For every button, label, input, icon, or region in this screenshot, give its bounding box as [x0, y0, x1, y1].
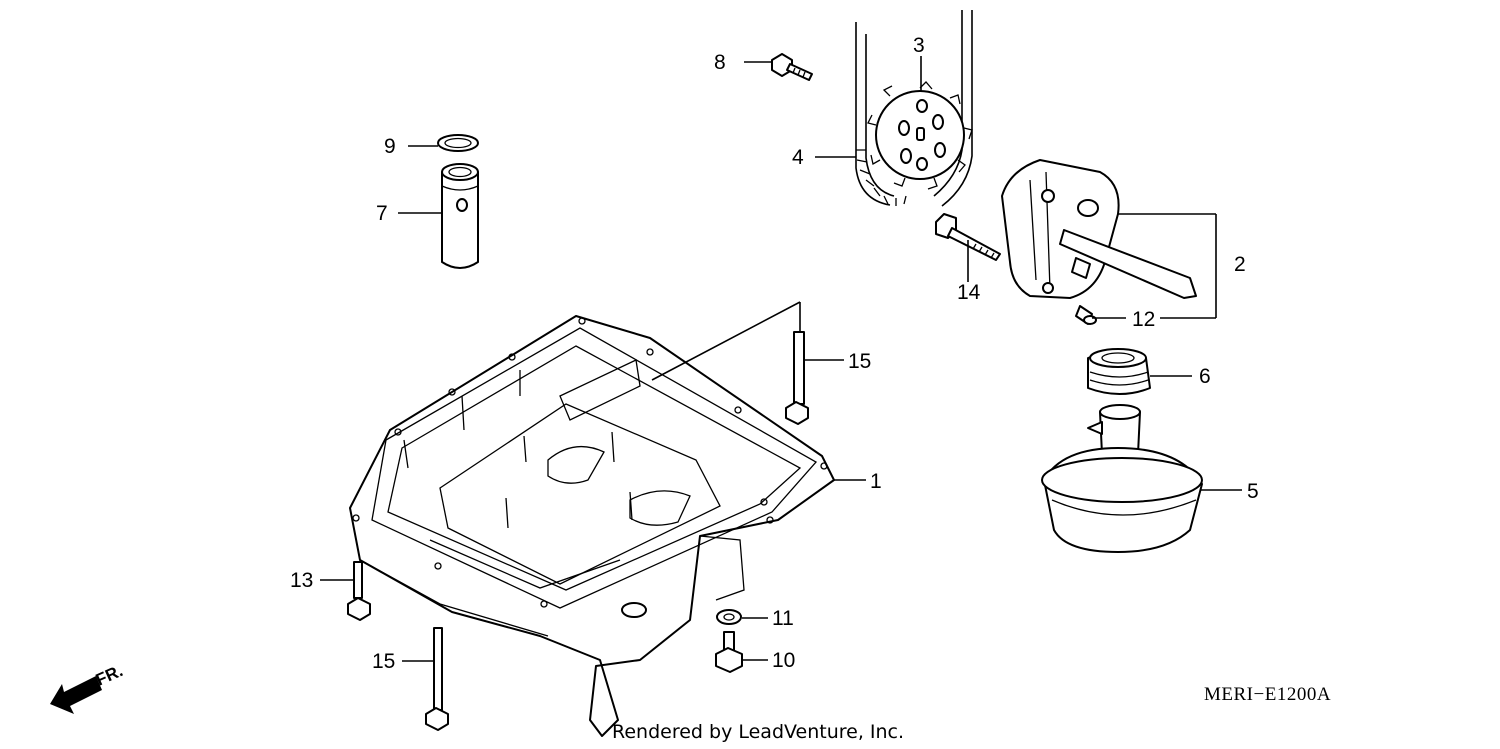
- callout-13: 13: [290, 569, 313, 592]
- part-13-bolt[interactable]: [347, 561, 371, 621]
- part-14-bolt[interactable]: [935, 213, 1001, 261]
- callout-11: 11: [772, 607, 794, 630]
- part-7-oil-pipe[interactable]: [441, 163, 479, 269]
- part-4-drive-chain[interactable]: [855, 10, 973, 207]
- part-3-pump-sprocket[interactable]: [867, 81, 973, 190]
- callout-10: 10: [772, 649, 795, 672]
- callout-7: 7: [376, 202, 388, 225]
- leader-lines: [320, 56, 1242, 662]
- drawing-code: MERI−E1200A: [1204, 684, 1331, 705]
- callout-6: 6: [1199, 365, 1211, 388]
- front-direction-arrow: FR.: [50, 661, 126, 714]
- part-11-washer[interactable]: [716, 609, 742, 625]
- callout-labels: 8 3 9 7 4 2 14 12 15 6 1 5 13 11 15 10: [290, 34, 1259, 673]
- callout-1: 1: [870, 470, 882, 493]
- callout-4: 4: [792, 146, 804, 169]
- callout-15-lower: 15: [372, 650, 395, 673]
- callout-12: 12: [1132, 308, 1155, 331]
- callout-9: 9: [384, 135, 396, 158]
- part-5-oil-strainer[interactable]: [1041, 404, 1203, 553]
- callout-15-upper: 15: [848, 350, 871, 373]
- callout-5: 5: [1247, 480, 1259, 503]
- part-15-bolt-lower[interactable]: [425, 627, 449, 731]
- part-12-dowel-pin[interactable]: [1075, 305, 1097, 325]
- part-1-oil-pan[interactable]: [349, 315, 835, 737]
- part-6-seal[interactable]: [1087, 348, 1151, 395]
- part-10-drain-bolt[interactable]: [715, 631, 743, 673]
- part-8-bolt[interactable]: [771, 53, 813, 81]
- part-2-oil-pump[interactable]: [1001, 159, 1197, 299]
- render-credit: Rendered by LeadVenture, Inc.: [612, 721, 904, 743]
- arrow-icon: [50, 676, 102, 714]
- direction-label: FR.: [93, 661, 126, 689]
- callout-8: 8: [714, 51, 726, 74]
- callout-2: 2: [1234, 253, 1246, 276]
- part-15-bolt-upper[interactable]: [785, 331, 809, 425]
- callout-14: 14: [957, 281, 981, 304]
- callout-3: 3: [913, 34, 925, 57]
- part-9-o-ring[interactable]: [437, 134, 479, 152]
